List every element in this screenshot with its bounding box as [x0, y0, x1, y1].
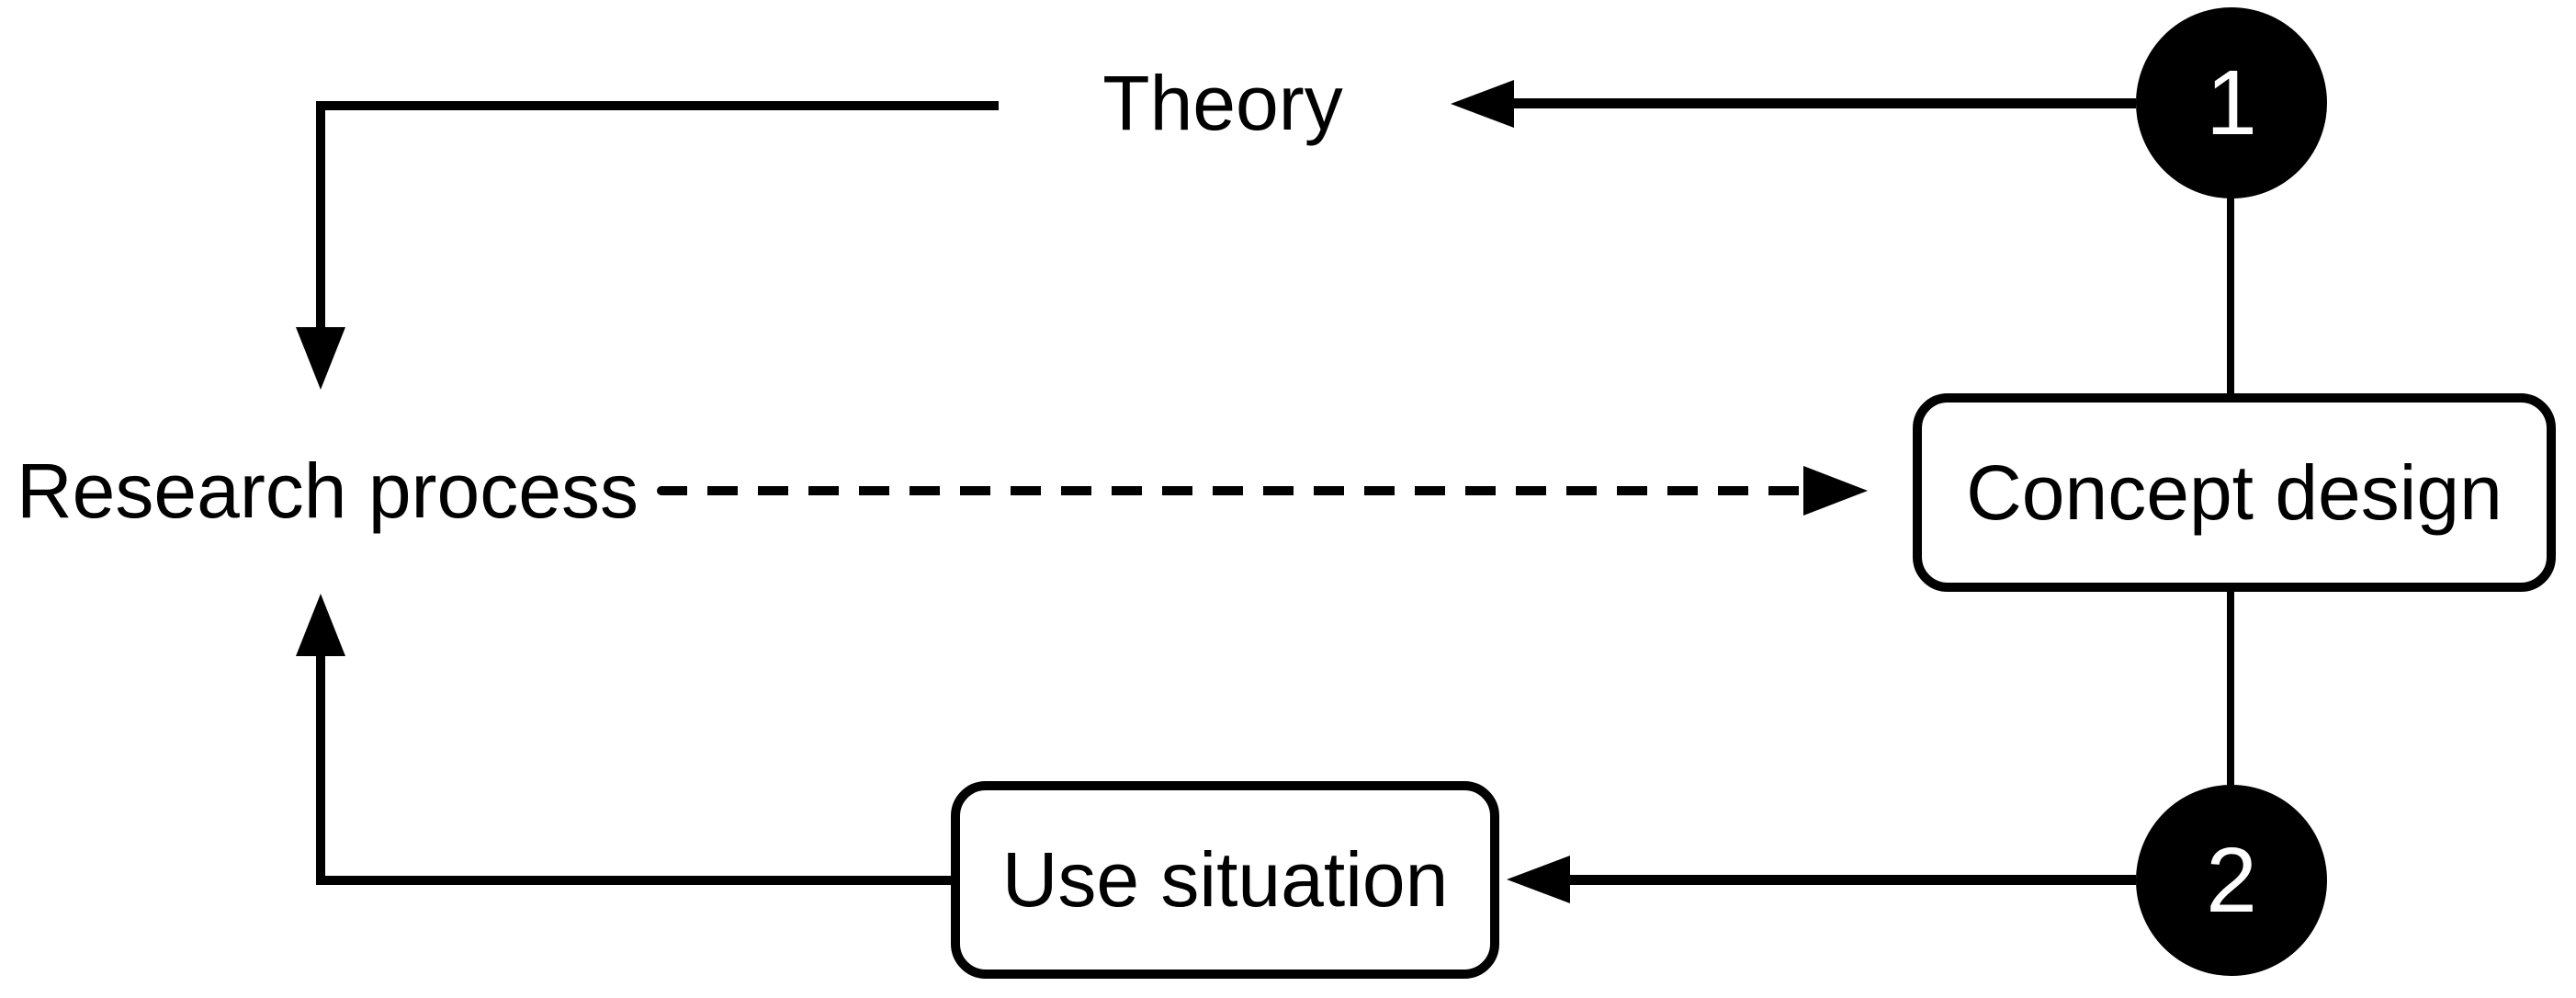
arrowhead-left-theory-icon: [1451, 80, 1514, 128]
edge-research-to-concept-dashed: [657, 486, 1803, 495]
node-use-situation-label: Use situation: [1001, 836, 1449, 923]
arrowhead-down-icon: [296, 327, 345, 390]
node-concept-design-label: Concept design: [1966, 448, 2503, 536]
edge-step1-to-theory-line: [1512, 98, 2136, 108]
arrowhead-right-dashed-icon: [1803, 466, 1868, 516]
marker-step-2-label: 2: [2206, 828, 2257, 932]
arrowhead-up-icon: [296, 594, 345, 656]
edge-use-to-research-vertical: [316, 654, 325, 885]
arrowhead-left-use-icon: [1507, 856, 1570, 903]
edge-theory-to-research-vertical: [316, 101, 325, 329]
edge-theory-to-research-horizontal: [316, 101, 999, 110]
node-research-process-label: Research process: [17, 448, 638, 534]
edge-concept-to-step2-line: [2227, 592, 2234, 787]
edge-step2-to-use-line: [1567, 875, 2136, 885]
marker-step-1-label: 1: [2206, 51, 2257, 154]
node-theory-label: Theory: [1102, 60, 1343, 146]
marker-step-2: 2: [2136, 785, 2327, 976]
node-use-situation: Use situation: [951, 781, 1499, 979]
marker-step-1: 1: [2136, 7, 2327, 198]
edge-use-to-research-horizontal: [316, 876, 955, 885]
edge-step1-to-concept-line: [2227, 195, 2234, 395]
node-concept-design: Concept design: [1913, 393, 2556, 592]
